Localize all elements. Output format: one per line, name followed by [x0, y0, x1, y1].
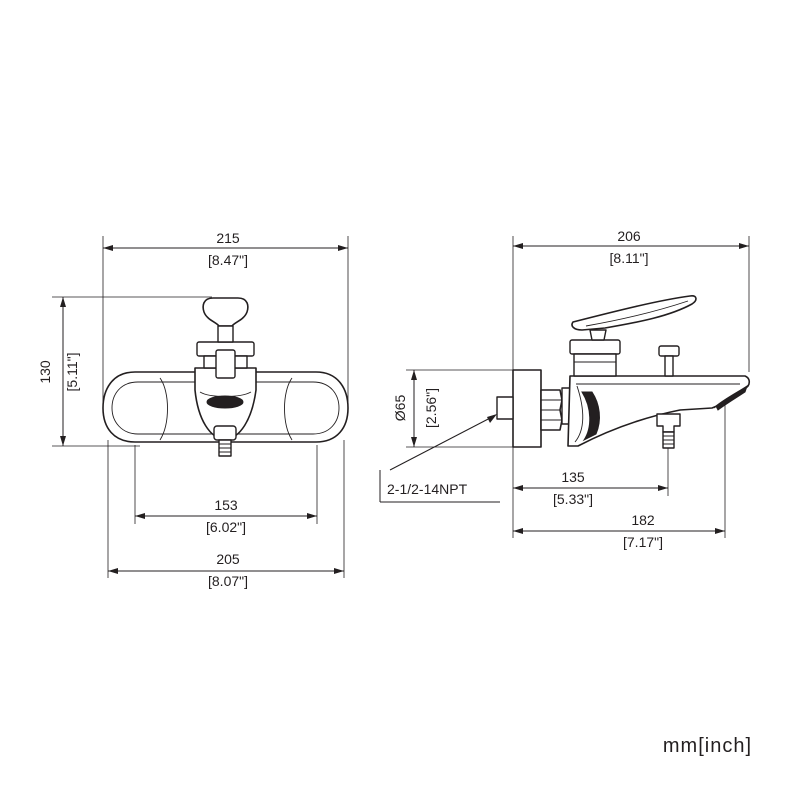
side-view-inlet-pipe — [496, 396, 514, 420]
front-view-right-cap — [284, 377, 293, 441]
dim-206-mm: 206 — [617, 228, 641, 244]
side-view-hose-outlet — [656, 413, 681, 433]
side-view-handle-base — [589, 329, 607, 341]
dim-diameter-inch: [2.56"] — [423, 388, 439, 428]
front-view-body-inner — [111, 381, 340, 435]
callout-leader-line — [389, 415, 495, 471]
side-view-diverter-cap — [658, 345, 680, 357]
dim-135-mm: 135 — [561, 469, 585, 485]
dim-205-inch: [8.07"] — [208, 573, 248, 589]
dim-182-inch: [7.17"] — [623, 534, 663, 550]
side-view-cartridge-cap — [569, 339, 621, 355]
front-view-diverter-stem — [217, 325, 234, 343]
front-view-dimensions: 215 [8.47"] 130 [5.11"] 153 [6.02"] 205 … — [37, 230, 349, 589]
dim-182-mm: 182 — [631, 512, 655, 528]
front-view — [102, 297, 349, 457]
side-view-cartridge — [573, 353, 617, 377]
dim-206-inch: [8.11"] — [610, 250, 649, 266]
dim-diameter-mm: Ø65 — [392, 395, 408, 422]
side-view-body-shading — [581, 391, 600, 442]
dim-130-mm: 130 — [37, 360, 53, 384]
dim-215-mm: 215 — [216, 230, 240, 246]
dim-205-mm: 205 — [216, 551, 240, 567]
side-view — [496, 295, 751, 449]
dim-215-inch: [8.47"] — [208, 252, 248, 268]
front-view-diverter-knob — [202, 297, 249, 327]
dim-153-inch: [6.02"] — [206, 519, 246, 535]
callout-thread-label: 2-1/2-14NPT — [387, 481, 468, 497]
units-label: mm[inch] — [663, 735, 752, 757]
front-view-aerator — [206, 395, 244, 409]
front-view-stem — [215, 349, 236, 379]
side-view-wall-flange — [512, 369, 542, 448]
front-view-left-cap — [159, 377, 168, 441]
side-view-dimensions: 206 [8.11"] Ø65 [2.56"] 2-1/2-14NPT 135 … — [379, 228, 750, 550]
dim-130-inch: [5.11"] — [64, 353, 80, 392]
side-view-handle-lever — [571, 295, 697, 331]
dim-135-inch: [5.33"] — [553, 491, 593, 507]
front-view-hose-connector — [213, 425, 237, 441]
side-view-diverter-stem — [664, 355, 674, 377]
dim-153-mm: 153 — [214, 497, 238, 513]
